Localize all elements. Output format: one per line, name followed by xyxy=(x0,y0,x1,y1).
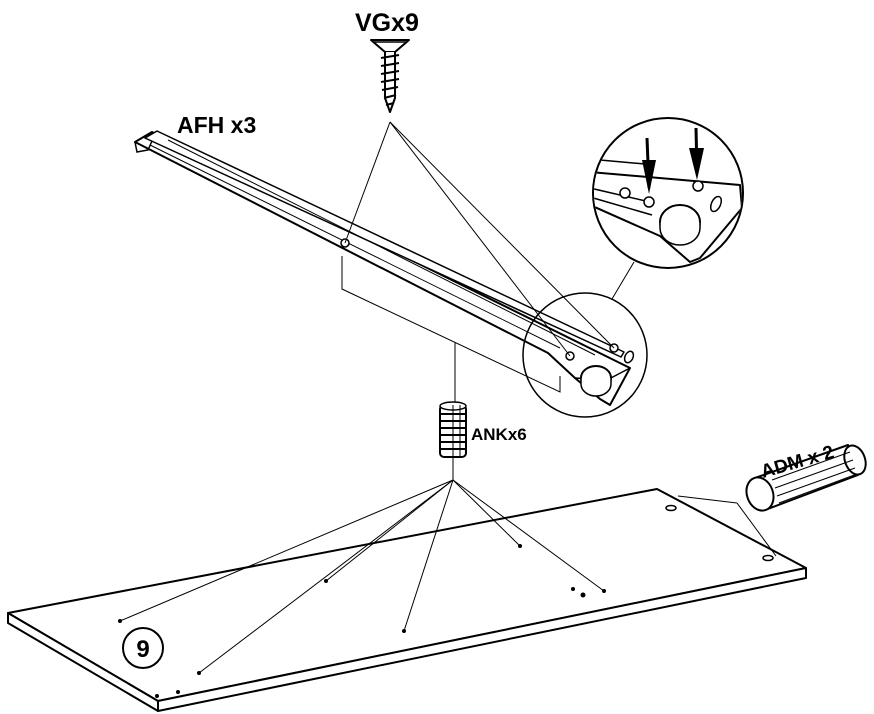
board-panel xyxy=(7,488,807,712)
dowel-label: ANKx6 xyxy=(471,425,527,444)
wooden-pin-icon xyxy=(745,444,867,512)
plastic-dowel-icon xyxy=(439,401,467,480)
rail-part xyxy=(134,130,635,406)
rail-label: AFH x3 xyxy=(177,112,256,138)
step-number: 9 xyxy=(136,636,149,663)
magnifier-source xyxy=(522,292,648,418)
pin-leader-lines xyxy=(677,495,777,557)
down-arrow-icon xyxy=(689,127,704,180)
down-arrow-icon xyxy=(642,137,656,194)
rail-projection xyxy=(341,256,561,402)
magnifier-connector xyxy=(611,261,635,300)
screw-label: VGx9 xyxy=(355,9,419,37)
detail-view xyxy=(592,117,744,269)
step-number-badge: 9 xyxy=(122,627,164,669)
screw-leader-lines xyxy=(344,121,615,357)
wood-screw-icon xyxy=(370,39,410,113)
dowel-leader-lines xyxy=(119,479,605,674)
